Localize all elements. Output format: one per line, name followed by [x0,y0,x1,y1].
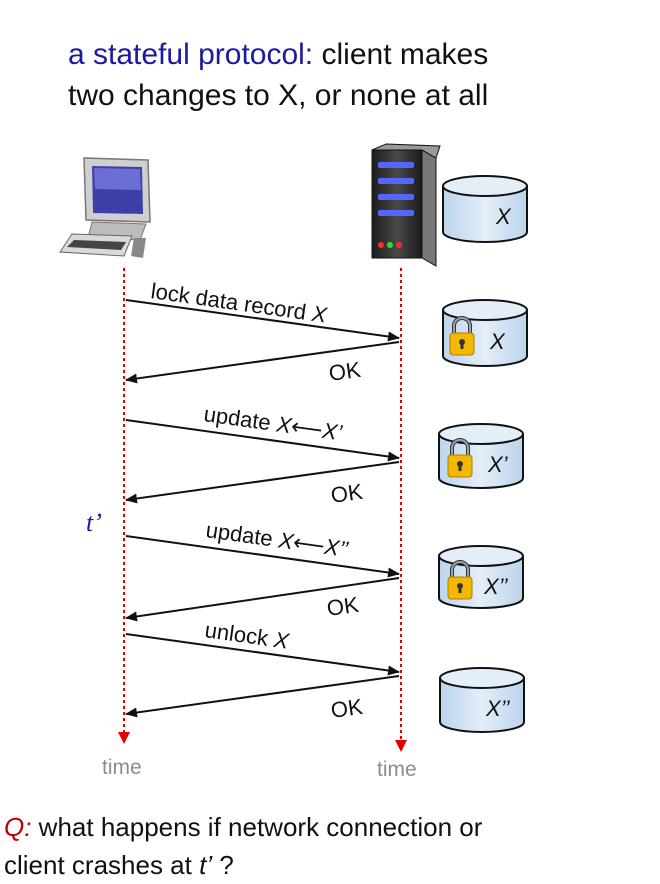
message-arrow-update-1 [125,419,400,462]
message-label-ok-4: OK [329,694,364,723]
t-prime-label: t’ [86,508,102,537]
message-label-ok-2: OK [329,479,364,508]
question-end: ? [212,850,234,880]
title-rest-line1: client makes [313,38,489,71]
database-value: X’’ [485,696,511,721]
message-label-unlock: unlock X [203,617,291,654]
message-arrow-ok-1 [125,341,400,384]
database-cylinder-icon: X [442,175,528,243]
slide-title: a stateful protocol: client makes two ch… [68,34,648,116]
server-time-label: time [377,758,417,781]
database-value: X’’ [483,574,509,599]
message-label-lock: lock data record X [149,278,329,328]
database-cylinder-icon: X’’ [438,545,524,609]
message-arrow-unlock [125,633,400,676]
message-label-ok-3: OK [325,592,360,621]
title-highlight: a stateful protocol: [68,38,314,71]
client-timeline-arrowhead [118,732,130,744]
message-label-ok-1: OK [327,357,362,386]
message-arrow-lock [125,299,400,342]
title-line2: two changes to X, or none at all [68,79,489,112]
database-cylinder-icon: X’’ [439,667,525,733]
message-label-update-2: update X⟵X’’ [204,517,350,562]
message-arrow-ok-4 [125,675,400,718]
question-line2: client crashes at [4,850,200,880]
question-label: Q: [4,812,32,842]
question-t-prime: t’ [199,850,213,880]
client-time-label: time [102,756,142,779]
message-label-update-1: update X⟵X’ [202,401,344,445]
database-cylinder-icon: X’ [438,423,524,489]
desktop-computer-icon [59,157,151,258]
database-value: X’ [487,452,509,477]
database-value: X [489,329,506,354]
database-cylinder-icon: X [442,299,528,367]
message-arrow-ok-2 [125,461,400,504]
question-text: Q: what happens if network connection or… [4,808,654,884]
server-timeline-arrowhead [395,740,407,752]
database-value: X [495,204,512,229]
server-tower-icon [371,143,441,267]
message-arrow-ok-3 [125,577,400,622]
message-arrow-update-2 [125,535,400,578]
question-line1: what happens if network connection or [31,812,483,842]
